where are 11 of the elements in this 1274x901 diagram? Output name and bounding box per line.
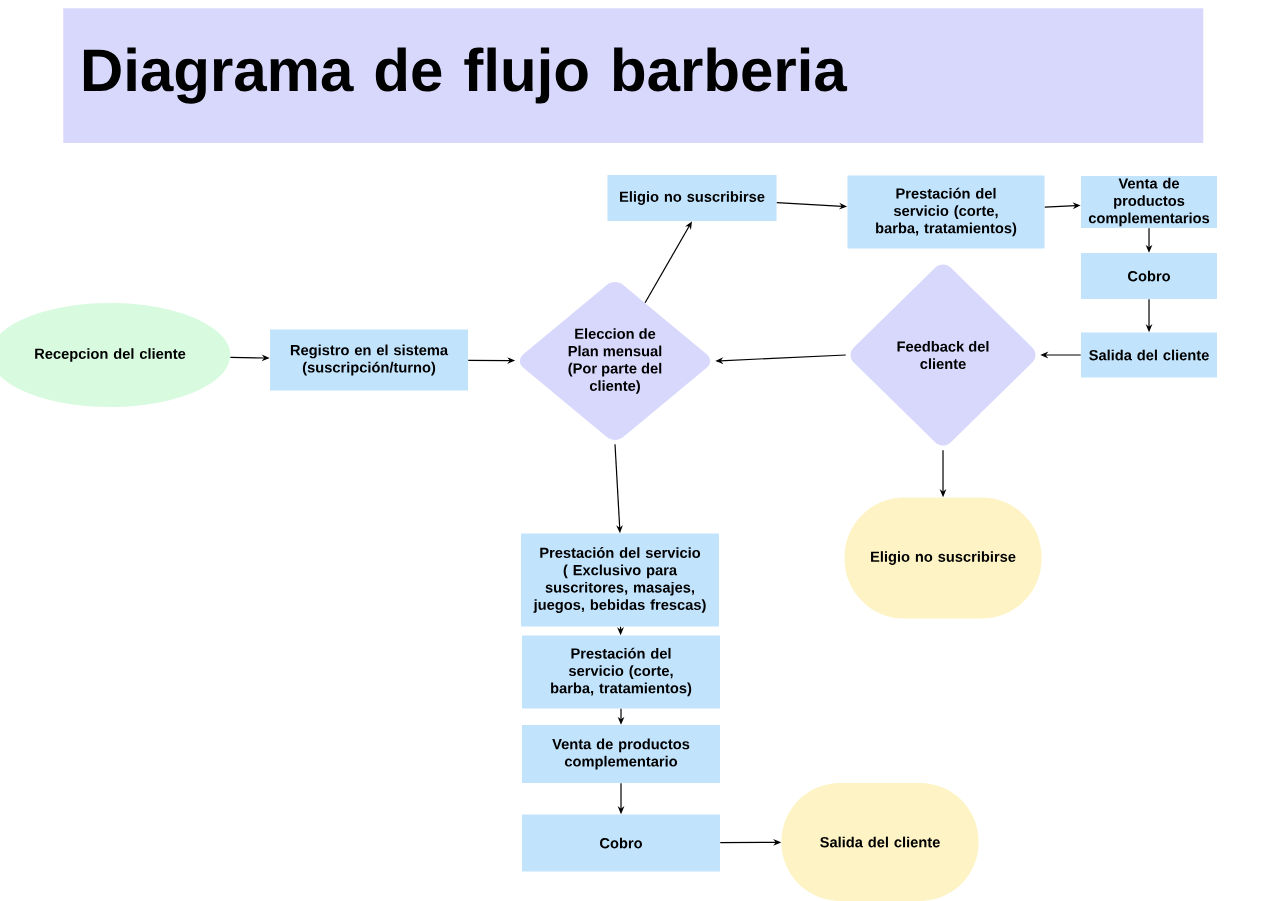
title-band: Diagrama de flujo barberia xyxy=(63,8,1204,143)
process-box: Eligio no suscribirse xyxy=(607,175,777,221)
process-box: Cobro xyxy=(522,814,720,872)
process-box: Prestación del servicio (corte, barba, tratamientos) xyxy=(522,635,720,709)
process-box: Registro en el sistema (suscripción/turno) xyxy=(270,329,468,391)
process-box: Venta de productos complementario xyxy=(522,725,720,783)
process-box: Salida del cliente xyxy=(1081,332,1217,378)
process-box: Venta de productos complementarios xyxy=(1081,176,1217,228)
process-box: Prestación del servicio (corte, barba, tratamientos) xyxy=(847,175,1045,249)
process-box: Prestación del servicio ( Exclusivo para suscritores, masajes, juegos, bebidas frescas) xyxy=(521,533,719,627)
process-box: Cobro xyxy=(1081,253,1217,299)
